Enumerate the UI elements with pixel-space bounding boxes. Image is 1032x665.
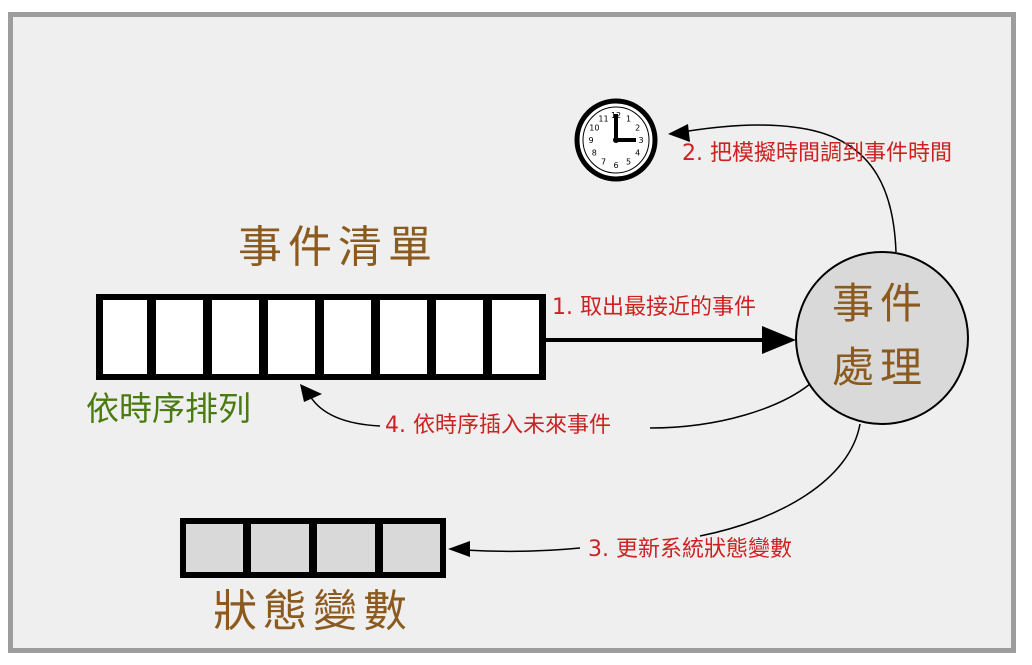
clock-numeral: 4 xyxy=(635,149,640,158)
event-processing-label-line1: 事件 xyxy=(832,279,928,328)
state-variable-cell xyxy=(186,524,243,572)
event-processing-label-line2: 處理 xyxy=(832,343,928,392)
clock-numeral: 9 xyxy=(588,136,593,145)
step3-arrow-tail xyxy=(463,547,581,553)
event-list-cell xyxy=(380,300,427,374)
event-list-cell xyxy=(436,300,483,374)
clock-numeral: 8 xyxy=(592,149,597,158)
step4-arrowhead xyxy=(300,384,322,402)
state-variables-queue xyxy=(180,518,446,578)
step2-label: 2. 把模擬時間調到事件時間 xyxy=(682,141,952,166)
step2-arrow xyxy=(681,124,897,253)
state-variables-title: 狀態變數 xyxy=(213,586,413,637)
step3-label: 3. 更新系統狀態變數 xyxy=(588,537,792,562)
clock-numeral: 3 xyxy=(638,136,643,145)
event-list-title: 事件清單 xyxy=(238,222,438,273)
sorted-by-time-label: 依時序排列 xyxy=(86,389,251,428)
step4-arrow xyxy=(649,383,811,429)
event-list-cell xyxy=(156,300,203,374)
event-list-cell xyxy=(268,300,315,374)
step1-arrowhead xyxy=(762,326,796,354)
step3-arrow xyxy=(699,423,861,537)
step1-label: 1. 取出最接近的事件 xyxy=(552,295,756,320)
clock-numeral: 5 xyxy=(626,158,631,167)
clock-numeral: 11 xyxy=(598,114,608,123)
state-variable-cell xyxy=(317,524,375,572)
clock-numeral: 1 xyxy=(626,114,631,123)
step4-label: 4. 依時序插入未來事件 xyxy=(385,413,611,438)
clock-numeral: 10 xyxy=(589,124,599,133)
clock-numeral: 2 xyxy=(635,124,640,133)
event-list-cell xyxy=(212,300,259,374)
event-list-cell xyxy=(492,300,539,374)
clock-numeral: 7 xyxy=(601,158,606,167)
step3-arrowhead xyxy=(448,541,470,557)
event-processing-circle xyxy=(795,251,969,425)
step2-arrowhead xyxy=(668,124,690,142)
step4-arrow-tail xyxy=(309,395,381,427)
state-variable-cell xyxy=(251,524,309,572)
event-list-cell xyxy=(103,300,147,374)
event-list-queue xyxy=(96,294,546,380)
clock-numeral: 6 xyxy=(613,161,618,170)
event-list-cell xyxy=(324,300,371,374)
state-variable-cell xyxy=(383,524,440,572)
clock-numeral: 12 xyxy=(611,111,621,120)
